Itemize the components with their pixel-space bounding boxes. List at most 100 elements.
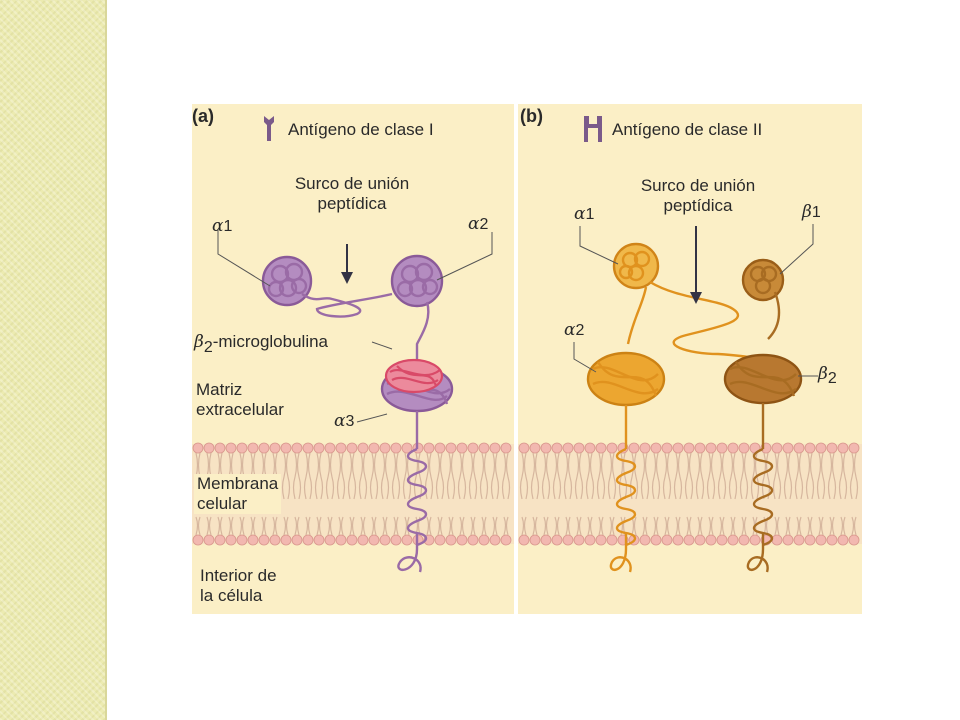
lipid-tail [369, 452, 379, 536]
lipid-head [540, 534, 552, 546]
lipid-head [793, 442, 805, 454]
lipid-head [324, 442, 336, 454]
lipid-head [705, 534, 717, 546]
lipid-head [771, 534, 783, 546]
lipid-head [401, 442, 413, 454]
lipid-head [489, 442, 501, 454]
lipid-head [595, 442, 607, 454]
lipid-head [379, 534, 391, 546]
lipid-head [302, 442, 314, 454]
alpha2-label: α2 [564, 320, 585, 340]
lipid-tail [457, 452, 467, 536]
lipid-tail [519, 452, 529, 536]
lipid-head [782, 442, 794, 454]
alpha3-label: α3 [334, 411, 355, 431]
groove-arrow [690, 226, 702, 304]
lipid-head [584, 442, 596, 454]
lipid-head [727, 442, 739, 454]
lipid-head [478, 442, 490, 454]
lipid-tail [541, 452, 551, 536]
lipid-tail [325, 452, 335, 536]
lipid-tail [281, 452, 291, 536]
lipid-head [335, 442, 347, 454]
lipid-head [335, 534, 347, 546]
class-ii-icon [584, 116, 602, 142]
lipid-tail [358, 452, 368, 536]
class-i-drawing [192, 116, 514, 573]
panel-b-letter: (b) [520, 106, 543, 126]
leader-lines [573, 224, 818, 377]
lipid-head [313, 442, 325, 454]
lipid-head [192, 442, 204, 454]
lipid-head [793, 534, 805, 546]
beta1-label: β1 [802, 202, 821, 222]
lipid-head [826, 442, 838, 454]
lipid-head [672, 442, 684, 454]
lipid-head [551, 442, 563, 454]
lipid-head [573, 442, 585, 454]
lipid-tail [695, 452, 705, 536]
lipid-head [225, 442, 237, 454]
lipid-head [650, 442, 662, 454]
lipid-head [771, 442, 783, 454]
lipid-head [467, 442, 479, 454]
lipid-head [716, 442, 728, 454]
lipid-tail [794, 452, 804, 536]
lipid-tail [380, 452, 390, 536]
beta2-label: β2 [818, 364, 837, 387]
lipid-head [434, 534, 446, 546]
lipid-head [551, 534, 563, 546]
class-ii-drawing [518, 116, 862, 573]
lipid-head [247, 534, 259, 546]
lipid-head [573, 534, 585, 546]
lipid-head [738, 442, 750, 454]
lipid-head [518, 442, 530, 454]
lipid-tail [629, 452, 639, 536]
lipid-head [694, 534, 706, 546]
lipid-head [804, 442, 816, 454]
lipid-tail [314, 452, 324, 536]
lipid-head [826, 534, 838, 546]
lipid-head [357, 534, 369, 546]
lipid-head [848, 534, 860, 546]
lipid-head [661, 442, 673, 454]
lipid-tail [640, 452, 650, 536]
lipid-head [291, 534, 303, 546]
lipid-tail [501, 452, 511, 536]
lipid-head [445, 534, 457, 546]
lipid-head [518, 534, 530, 546]
lipid-head [661, 534, 673, 546]
lipid-tail [607, 452, 617, 536]
lipid-head [368, 442, 380, 454]
class-i-icon [264, 116, 274, 141]
lipid-head [269, 534, 281, 546]
lipid-tail [838, 452, 848, 536]
lipid-head [357, 442, 369, 454]
lipid-tail [530, 452, 540, 536]
lipid-tail [413, 452, 423, 536]
lipid-tail [446, 452, 456, 536]
lipid-head [423, 442, 435, 454]
lipid-head [639, 442, 651, 454]
lipid-tail [552, 452, 562, 536]
lipid-tail [761, 452, 771, 536]
panel-b-title: Antígeno de clase II [612, 120, 763, 139]
lipid-head [214, 534, 226, 546]
lipid-head [694, 442, 706, 454]
lipid-head [214, 442, 226, 454]
alpha1-label: α1 [212, 216, 233, 236]
lipid-tail [435, 452, 445, 536]
panel-a-title: Antígeno de clase I [288, 120, 434, 139]
lipid-tail [424, 452, 434, 536]
lipid-head [606, 534, 618, 546]
lipid-head [258, 534, 270, 546]
lipid-head [837, 534, 849, 546]
lipid-head [445, 442, 457, 454]
lipid-head [291, 442, 303, 454]
lipid-head [848, 442, 860, 454]
